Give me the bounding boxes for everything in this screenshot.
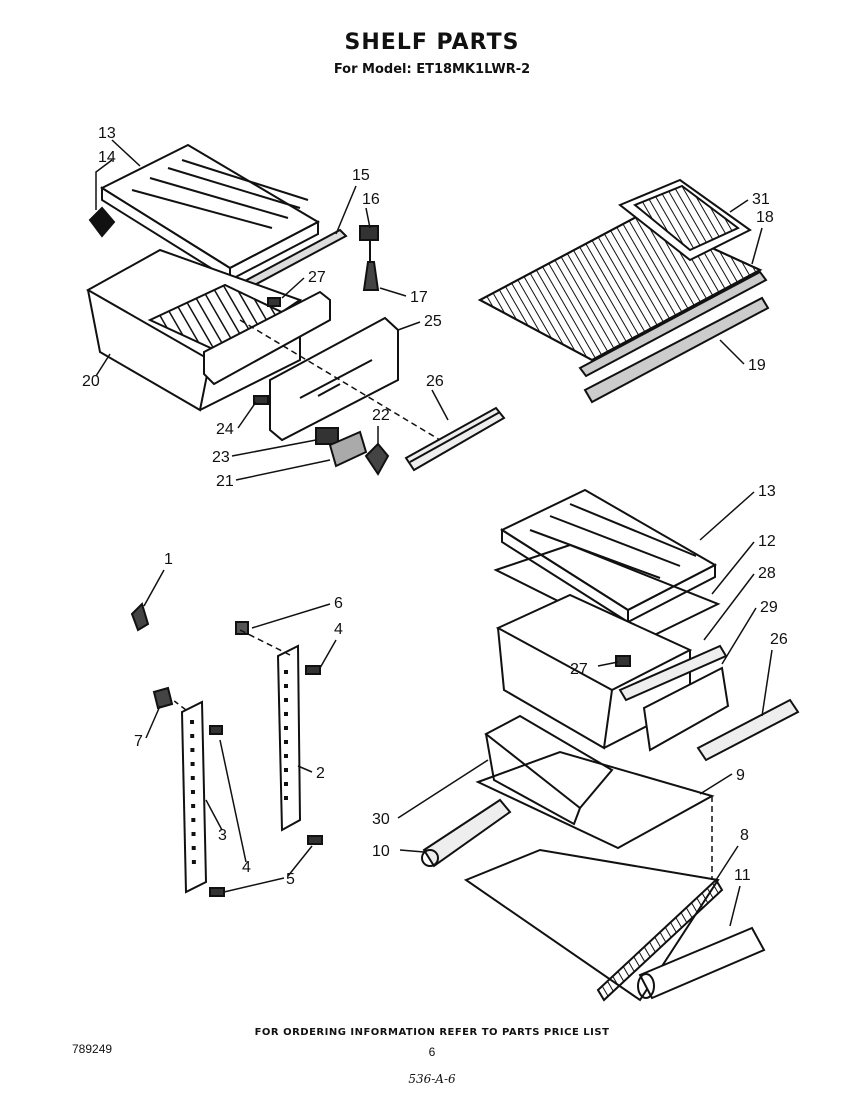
callout-21: 21 [216, 473, 234, 490]
page-title: SHELF PARTS [344, 30, 520, 55]
screw-24 [253, 395, 269, 405]
rail-10 [421, 798, 512, 868]
callout-30: 30 [372, 811, 390, 828]
callout-20: 20 [82, 373, 100, 390]
rail-26-top [404, 406, 506, 472]
cap-7 [152, 686, 174, 710]
control-knob-16 [359, 225, 379, 262]
callout-14: 14 [98, 149, 116, 166]
callout-24: 24 [216, 421, 234, 438]
callout-29: 29 [760, 599, 778, 616]
shelf-rail-19 [583, 296, 770, 404]
crisper-28 [495, 593, 728, 750]
catalog-number: 789249 [72, 1042, 113, 1056]
callout-22: 22 [372, 407, 390, 424]
callout-26-lower: 26 [770, 631, 788, 648]
drawing-code: 536-A-6 [408, 1072, 456, 1086]
callout-2: 2 [316, 765, 325, 782]
screw-5-top [307, 835, 323, 845]
page-number: 6 [428, 1045, 436, 1059]
callout-28: 28 [758, 565, 776, 582]
callout-18: 18 [756, 209, 774, 226]
callout-7: 7 [134, 733, 143, 750]
callout-5: 5 [286, 871, 295, 888]
callout-25: 25 [424, 313, 442, 330]
callout-13-lower: 13 [758, 483, 776, 500]
callout-15: 15 [352, 167, 370, 184]
callout-16: 16 [362, 191, 380, 208]
screw-27-top [267, 297, 281, 307]
pan-30 [484, 714, 614, 826]
callout-6: 6 [334, 595, 343, 612]
shelf-rail-18 [578, 270, 768, 378]
callout-1: 1 [164, 551, 173, 568]
cover-29 [642, 666, 730, 752]
tube-11 [637, 926, 766, 1000]
callout-8: 8 [740, 827, 749, 844]
crisper-cover-25 [203, 290, 399, 442]
ice-tray-31 [618, 178, 752, 262]
cap-6 [235, 621, 249, 635]
leader-lines [95, 139, 773, 927]
callout-19: 19 [748, 357, 766, 374]
callout-labels: 13 14 15 16 27 17 25 20 26 22 24 23 21 3… [82, 125, 788, 888]
frame-8 [463, 848, 724, 1002]
callout-23: 23 [212, 449, 230, 466]
callout-31: 31 [752, 191, 770, 208]
clip-23 [315, 427, 339, 445]
control-shaft-17 [362, 261, 380, 291]
ladder-2 [276, 644, 302, 832]
ladder-3 [159, 689, 208, 894]
freezer-shelf-top [88, 143, 321, 282]
screw-4-left [209, 725, 223, 735]
screw-4-top [305, 665, 321, 675]
callout-13-top: 13 [98, 125, 116, 142]
callout-26-top: 26 [426, 373, 444, 390]
slide-21 [328, 430, 368, 468]
callout-27-top: 27 [308, 269, 326, 286]
screw-27-lower [615, 655, 631, 667]
callout-10: 10 [372, 843, 390, 860]
callout-4-lower: 4 [242, 859, 251, 876]
rail-26-lower [696, 698, 800, 762]
shelf-13-lower [499, 488, 718, 624]
callout-12: 12 [758, 533, 776, 550]
callout-27-lower: 27 [570, 661, 588, 678]
screw-5-bottom [209, 887, 225, 897]
callout-17: 17 [410, 289, 428, 306]
clip-1 [130, 602, 150, 632]
callout-9: 9 [736, 767, 745, 784]
callout-4-top: 4 [334, 621, 343, 638]
callout-11: 11 [734, 867, 751, 884]
bracket-22 [364, 442, 390, 476]
ordering-note: FOR ORDERING INFORMATION REFER TO PARTS … [254, 1027, 610, 1038]
callout-3: 3 [218, 827, 227, 844]
model-subtitle: For Model: ET18MK1LWR-2 [333, 62, 531, 77]
